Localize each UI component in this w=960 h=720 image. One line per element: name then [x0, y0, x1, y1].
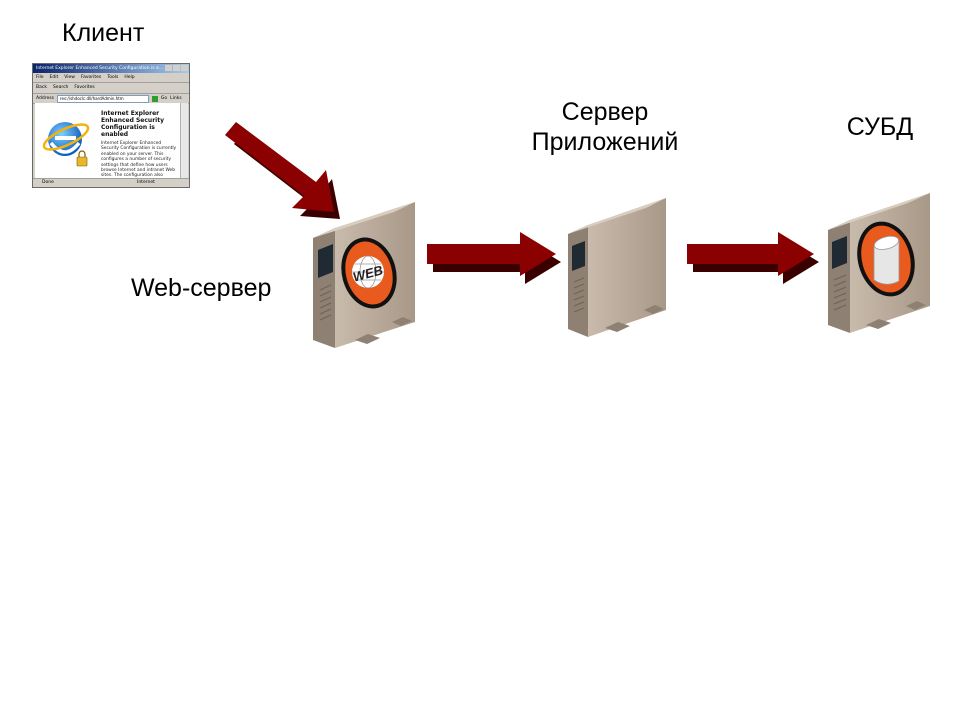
menu-view: View: [64, 75, 75, 80]
dbms-label: СУБД: [846, 113, 914, 141]
browser-scrollbar: [180, 103, 188, 179]
favorites-button: Favorites: [74, 85, 95, 90]
menu-help: Help: [124, 75, 135, 80]
client-browser-window: Internet Explorer Enhanced Security Conf…: [32, 63, 190, 188]
menu-file: File: [36, 75, 44, 80]
menu-edit: Edit: [49, 75, 59, 80]
close-icon: [181, 65, 188, 71]
browser-title-bar: Internet Explorer Enhanced Security Conf…: [33, 64, 189, 73]
app-server-label: Сервер Приложений: [505, 97, 705, 157]
browser-content: Internet Explorer Enhanced Security Conf…: [35, 103, 181, 184]
database-cylinder-icon: [873, 235, 900, 285]
status-right: Internet: [137, 180, 155, 185]
menu-favorites: Favorites: [80, 75, 102, 80]
web-server-icon: WEB: [313, 202, 415, 348]
app-server-label-line1: Сервер: [561, 98, 649, 126]
arrow-app-to-dbms: [687, 232, 819, 284]
menu-tools: Tools: [107, 75, 119, 80]
browser-toolbar: Back Search Favorites: [33, 83, 189, 94]
address-field: res://shdoclc.dll/hardAdmin.htm: [56, 94, 149, 103]
app-server-icon: [568, 198, 666, 337]
web-server-label: Web-сервер: [131, 274, 272, 302]
search-button: Search: [52, 85, 69, 90]
browser-heading: Internet Explorer Enhanced Security Conf…: [101, 110, 164, 138]
back-button: Back: [36, 85, 47, 90]
links-label: Links: [170, 96, 182, 101]
maximize-icon: [173, 65, 180, 71]
go-label: Go: [160, 96, 168, 101]
arrow-client-to-web: [225, 122, 340, 219]
app-server-label-line2: Приложений: [531, 128, 679, 156]
status-left: Done: [42, 180, 54, 185]
internet-explorer-logo-icon: [42, 122, 90, 167]
minimize-icon: [165, 65, 172, 71]
arrow-web-to-app: [427, 232, 561, 284]
browser-menu-bar: File Edit View Favorites Tools Help: [33, 73, 189, 83]
client-label: Клиент: [62, 19, 145, 47]
address-label: Address: [36, 96, 54, 101]
go-icon: [151, 95, 158, 102]
dbms-server-icon: [828, 193, 930, 333]
browser-status-bar: Done Internet: [33, 178, 189, 187]
browser-title: Internet Explorer Enhanced Security Conf…: [36, 66, 164, 71]
